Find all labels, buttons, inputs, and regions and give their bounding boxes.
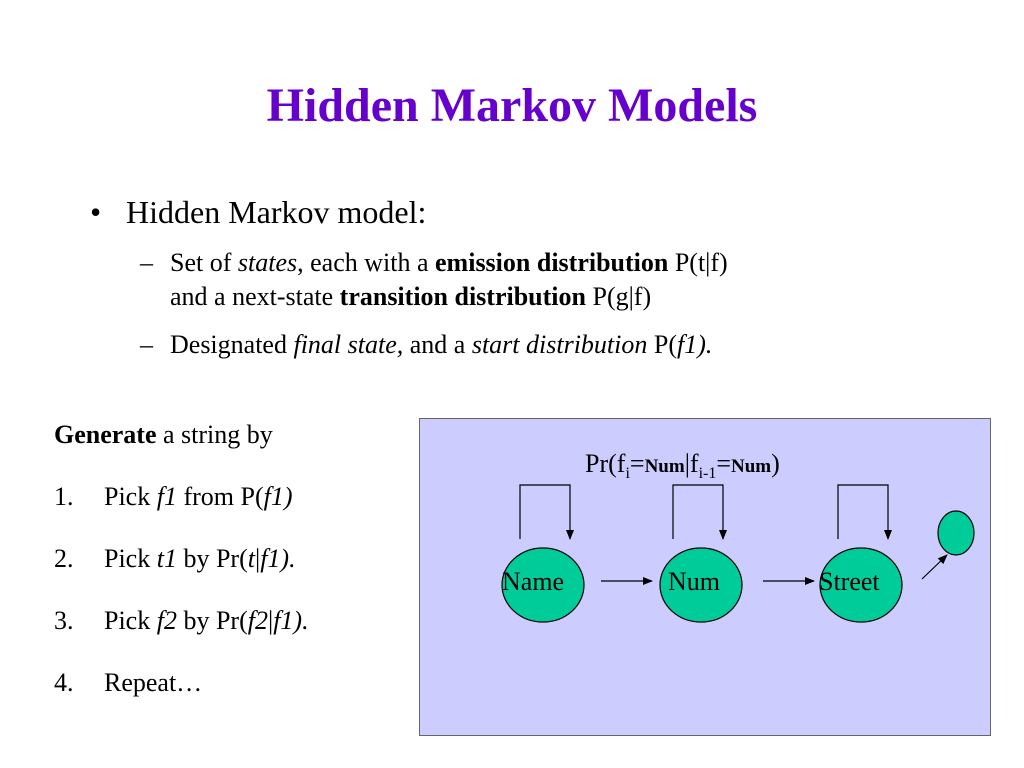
state-node-street <box>819 547 903 623</box>
state-node-final <box>937 510 975 556</box>
text-run: Pick <box>104 482 157 511</box>
self-loop-arrow-street <box>837 484 892 540</box>
text-run-italic: t1 <box>156 544 177 573</box>
text-run: Designated <box>170 330 294 359</box>
node-label-num: Num <box>668 567 720 596</box>
step-number: 2. <box>54 544 74 573</box>
self-loop-arrow-num <box>672 484 727 540</box>
text-run-bold: transition distribution <box>339 282 586 311</box>
transition-formula: Pr(fi=Num|fi-1=Num) <box>585 449 780 483</box>
text-run: a string by <box>156 420 273 449</box>
text-run-italic: start distribution <box>471 330 648 359</box>
state-node-num <box>659 547 743 623</box>
formula-part: = <box>716 449 732 478</box>
sub-bullet-line: Designated final state, and a start dist… <box>170 328 712 362</box>
text-run: from P( <box>176 482 264 511</box>
step-number: 4. <box>54 668 74 697</box>
dash-marker: – <box>140 330 153 359</box>
generate-heading: Generate a string by <box>54 420 273 450</box>
text-run: Pick <box>104 544 157 573</box>
sub-bullet-line: Set of states, each with a emission dist… <box>170 246 728 280</box>
hmm-diagram-panel: Pr(fi=Num|fi-1=Num) Name Num Street <box>419 418 991 736</box>
formula-value: Num <box>731 456 772 477</box>
text-run: Repeat… <box>104 668 203 697</box>
text-run-italic: t <box>247 544 255 573</box>
node-label-street: Street <box>819 567 880 596</box>
text-run: , each with a <box>297 248 436 277</box>
text-run-italic: f2 <box>156 606 177 635</box>
text-run: and a <box>403 330 472 359</box>
text-run: P(t|f) <box>668 248 728 277</box>
text-run: P( <box>647 330 678 359</box>
transition-arrow-street-final <box>921 554 948 580</box>
text-run-bold: Generate <box>54 420 157 449</box>
text-run: and a next-state <box>170 282 340 311</box>
text-run-italic: f1 <box>156 482 177 511</box>
text-run-italic: f2 <box>247 606 268 635</box>
text-run: by Pr( <box>176 544 248 573</box>
self-loop-arrow-name <box>519 484 574 540</box>
text-run-italic: states <box>237 248 298 277</box>
formula-part: = <box>629 449 645 478</box>
hmm-diagram <box>501 484 975 623</box>
text-run: | <box>267 606 274 635</box>
formula-part: |f <box>684 449 699 478</box>
step-number: 3. <box>54 606 74 635</box>
text-run-italic: final state, <box>293 330 404 359</box>
text-run: by Pr( <box>176 606 248 635</box>
text-run-italic: f1) <box>263 482 293 511</box>
sub-bullet-line: and a next-state transition distribution… <box>170 280 728 314</box>
text-run-italic: f1). <box>273 606 309 635</box>
text-run-bold: emission distribution <box>435 248 669 277</box>
state-node-name <box>501 547 585 623</box>
node-label-name: Name <box>502 567 565 596</box>
dash-marker: – <box>140 248 153 277</box>
text-run-italic: f1). <box>260 544 296 573</box>
main-bullet-text: Hidden Markov model: <box>126 194 427 230</box>
formula-value: Num <box>644 456 685 477</box>
formula-subscript: i <box>625 465 630 483</box>
text-run: Pick <box>104 606 157 635</box>
formula-subscript: i-1 <box>698 465 717 483</box>
text-run: | <box>254 544 261 573</box>
text-run-italic: f1). <box>677 330 713 359</box>
slide-title: Hidden Markov Models <box>266 79 758 132</box>
formula-part: ) <box>771 449 780 478</box>
formula-part: Pr(f <box>585 449 626 478</box>
bullet-marker: • <box>90 194 102 230</box>
text-run: Set of <box>170 248 238 277</box>
step-number: 1. <box>54 482 74 511</box>
text-run: P(g|f) <box>585 282 652 311</box>
